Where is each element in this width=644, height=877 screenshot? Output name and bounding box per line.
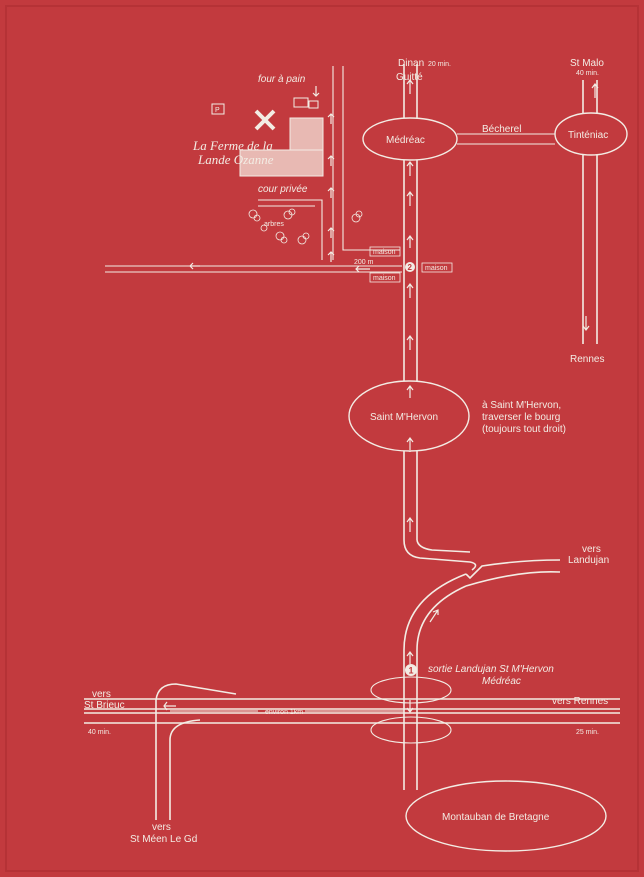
farm-area: P four à pain La Ferme de la Lande Ozann… — [105, 66, 453, 283]
farm-lane-right — [342, 66, 400, 251]
vers-st-meen-line2: St Méen Le Gd — [130, 834, 197, 845]
parking-label: P — [215, 107, 220, 114]
sortie-note-line1: sortie Landujan St M'Hervon — [428, 664, 554, 675]
st-malo-time-label: 40 min. — [576, 70, 599, 77]
parking-sign-icon — [211, 103, 225, 115]
saint-mhervon-arrow-top — [406, 385, 414, 398]
st-brieuc-time-label: 40 min. — [88, 729, 111, 736]
marker-2-icon — [405, 262, 415, 272]
maison-box-3 — [369, 272, 401, 283]
vers-st-brieuc-line1: vers — [92, 689, 111, 700]
maison-label-1: maison — [373, 249, 396, 256]
becherel-label: Bécherel — [482, 124, 521, 135]
montauban-label: Montauban de Bretagne — [442, 812, 550, 823]
four-a-pain-label: four à pain — [258, 74, 306, 85]
farm-building-wing — [239, 149, 324, 177]
saint-mhervon-town — [348, 380, 470, 452]
maison-label-3: maison — [373, 275, 396, 282]
sortie-note-line2: Médréac — [482, 676, 521, 687]
vers-st-meen-line1: vers — [152, 822, 171, 833]
marker-1-icon — [405, 664, 417, 676]
tinteniac-label: Tinténiac — [568, 130, 608, 141]
farm-lane-court — [258, 199, 323, 260]
montauban-town — [405, 780, 607, 852]
trees-icon — [248, 208, 363, 245]
marker-2-label: 2 — [408, 263, 413, 272]
rennes-time-label: 25 min. — [576, 729, 599, 736]
tinteniac-town — [554, 112, 628, 156]
medreac-label: Médréac — [386, 135, 425, 146]
saint-mhervon-label: Saint M'Hervon — [370, 412, 438, 423]
st-malo-label: St Malo — [570, 58, 604, 69]
vers-rennes-label: vers Rennes — [552, 696, 608, 707]
side-road-arrows — [189, 262, 370, 273]
vers-landujan-line2: Landujan — [568, 555, 609, 566]
map-frame — [5, 5, 639, 872]
environ-1km-label: environ 1km — [265, 709, 303, 716]
trees-label: arbres — [264, 221, 284, 228]
cour-privee-label: cour privée — [258, 184, 308, 195]
marker-1-label: 1 — [409, 666, 414, 676]
farm-location-cross-icon — [254, 109, 276, 131]
dinan-time-label: 20 min. — [428, 61, 451, 68]
landujan-junction-roads — [403, 539, 561, 790]
lane-arrows — [327, 113, 335, 262]
expressway — [84, 676, 620, 744]
guitte-label: Guitté — [396, 72, 423, 83]
maison-label-2: maison — [425, 265, 448, 272]
dinan-label: Dinan — [398, 58, 424, 69]
st-meen-road — [155, 683, 237, 820]
traverse-note-line3: (toujours tout droit) — [482, 424, 566, 435]
saint-mhervon-arrow-bottom — [406, 437, 414, 450]
traverse-note-line2: traverser le bourg — [482, 412, 560, 423]
four-a-pain-annex — [308, 100, 319, 109]
maison-box-2 — [421, 262, 453, 273]
maison-box-1 — [369, 246, 401, 257]
four-a-pain-building — [293, 97, 309, 108]
four-a-pain-pointer — [312, 86, 320, 97]
tinteniac-road-arrows — [582, 83, 599, 331]
distance-200m-label: 200 m — [354, 259, 374, 266]
farm-name-line2: Lande Ozanne — [197, 152, 274, 167]
vers-st-brieuc-line2: St Brieuc — [84, 700, 125, 711]
rennes-north-label: Rennes — [570, 354, 604, 365]
vers-landujan-line1: vers — [582, 544, 601, 555]
farm-name-line1: La Ferme de la — [192, 138, 273, 153]
traverse-note-line1: à Saint M'Hervon, — [482, 400, 561, 411]
medreac-town — [362, 117, 458, 161]
